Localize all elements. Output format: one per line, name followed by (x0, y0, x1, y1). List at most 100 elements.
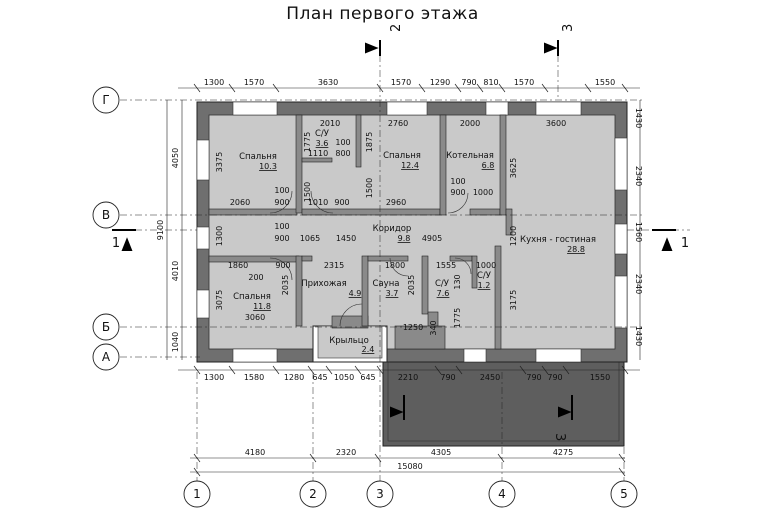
dim-bottom-5: 1050 (334, 373, 354, 382)
room-area-sauna: 3.7 (386, 289, 399, 298)
dim-axis-1-2: 4180 (245, 448, 265, 457)
axis-lines (120, 40, 690, 482)
dim-axis-3-4: 4305 (431, 448, 451, 457)
dim-bottom-9: 2450 (480, 373, 500, 382)
dim-inner: 100 (274, 222, 289, 231)
room-name-boiler: Котельная (446, 151, 494, 161)
room-name-wc-3: С/У (477, 271, 492, 281)
dim-axis-4-5: 4275 (553, 448, 573, 457)
section-markers (112, 40, 676, 420)
room-name-sauna: Сауна (373, 279, 400, 289)
dim-bottom-1: 1300 (204, 373, 224, 382)
dim-top-9: 1550 (595, 78, 615, 87)
room-area-bedroom-3: 11.8 (253, 302, 271, 311)
dim-inner: 3060 (245, 313, 265, 322)
section-label-3-top: 3 (561, 24, 576, 32)
dim-bottom-12: 1550 (590, 373, 610, 382)
dim-inner: 800 (335, 149, 350, 158)
dim-top-6: 790 (461, 78, 476, 87)
dim-inner: 1555 (436, 261, 456, 270)
dim-top-1: 1300 (204, 78, 224, 87)
axis-label-1: 1 (193, 487, 201, 501)
room-name-bedroom-2: Спальня (383, 151, 421, 161)
room-area-wc-1: 3.6 (316, 139, 329, 148)
axis-label-V: В (102, 208, 110, 222)
dim-inner: 130 (453, 274, 462, 289)
dim-top-8: 1570 (514, 78, 534, 87)
dim-right-2: 2340 (634, 166, 643, 186)
dim-inner: 2035 (281, 275, 290, 295)
room-name-wc-1: С/У (315, 129, 330, 139)
dim-inner: 1300 (215, 226, 224, 246)
axis-label-2: 2 (309, 487, 317, 501)
room-area-porch: 2.4 (362, 345, 375, 354)
dim-inner: 100 (450, 177, 465, 186)
room-name-kitchen: Кухня - гостиная (520, 235, 596, 245)
dim-inner: 2000 (460, 119, 480, 128)
dim-inner: 1500 (365, 178, 374, 198)
windows-top (232, 101, 582, 116)
dim-bottom-6: 645 (360, 373, 375, 382)
dim-inner: 2960 (386, 198, 406, 207)
dim-inner: 1500 (303, 182, 312, 202)
section-label-2-top: 2 (389, 24, 404, 32)
section-label-1-left: 1 (112, 236, 120, 251)
dim-inner: 2010 (320, 119, 340, 128)
room-area-corridor: 9.8 (398, 234, 411, 243)
dim-inner: 900 (450, 188, 465, 197)
room-name-hallway: Прихожая (301, 279, 347, 289)
room-area-wc-2: 7.6 (437, 289, 450, 298)
axis-label-G: Г (102, 93, 109, 107)
dim-bottom-8: 790 (440, 373, 455, 382)
axis-label-4: 4 (498, 487, 506, 501)
dim-inner: 1200 (509, 226, 518, 246)
section-label-3-bottom: 3 (552, 433, 567, 441)
dim-inner: 1000 (473, 188, 493, 197)
dim-inner: 2760 (388, 119, 408, 128)
dim-inner: 3375 (215, 152, 224, 172)
room-name-corridor: Коридор (373, 224, 412, 234)
dim-inner: 1110 (308, 149, 328, 158)
axis-label-A: А (102, 350, 111, 364)
dim-inner: 1450 (336, 234, 356, 243)
dim-inner: 1250 (403, 323, 423, 332)
dim-bottom-10: 790 (526, 373, 541, 382)
room-area-boiler: 6.8 (482, 161, 495, 170)
room-area-kitchen: 28.8 (567, 245, 585, 254)
dim-right-4: 2340 (634, 274, 643, 294)
dim-inner: 1010 (308, 198, 328, 207)
dim-inner: 1775 (303, 132, 312, 152)
dim-right-3: 1560 (634, 222, 643, 242)
dim-right-5: 1430 (634, 326, 643, 346)
dim-bottom-4: 645 (312, 373, 327, 382)
dim-bottom-11: 790 (547, 373, 562, 382)
room-area-bedroom-2: 12.4 (401, 161, 419, 170)
dim-total: 15080 (397, 462, 422, 471)
dim-inner: 1875 (365, 132, 374, 152)
dim-left-1: 4050 (171, 148, 180, 168)
dim-inner: 900 (274, 234, 289, 243)
dim-bottom-7: 2210 (398, 373, 418, 382)
dim-inner: 2035 (407, 275, 416, 295)
axis-label-B: Б (102, 320, 110, 334)
room-name-bedroom-1: Спальня (239, 152, 277, 162)
dim-left-3: 1040 (171, 332, 180, 352)
dim-inner: 2315 (324, 261, 344, 270)
section-label-1-right: 1 (681, 236, 689, 251)
dim-inner: 3175 (509, 290, 518, 310)
dim-left-total: 9100 (156, 220, 165, 240)
dim-top-3: 3630 (318, 78, 338, 87)
dim-inner: 2060 (230, 198, 250, 207)
dim-inner: 340 (429, 320, 438, 335)
room-area-bedroom-1: 10.3 (259, 162, 277, 171)
dim-left-2: 4010 (171, 261, 180, 281)
dim-top-7: 810 (483, 78, 498, 87)
dim-inner: 100 (274, 186, 289, 195)
dim-inner: 1000 (476, 261, 496, 270)
partitions (208, 114, 513, 350)
axis-bubbles (92, 86, 638, 508)
dim-axis-2-3: 2320 (336, 448, 356, 457)
dim-bottom-3: 1280 (284, 373, 304, 382)
dim-inner: 1800 (385, 261, 405, 270)
